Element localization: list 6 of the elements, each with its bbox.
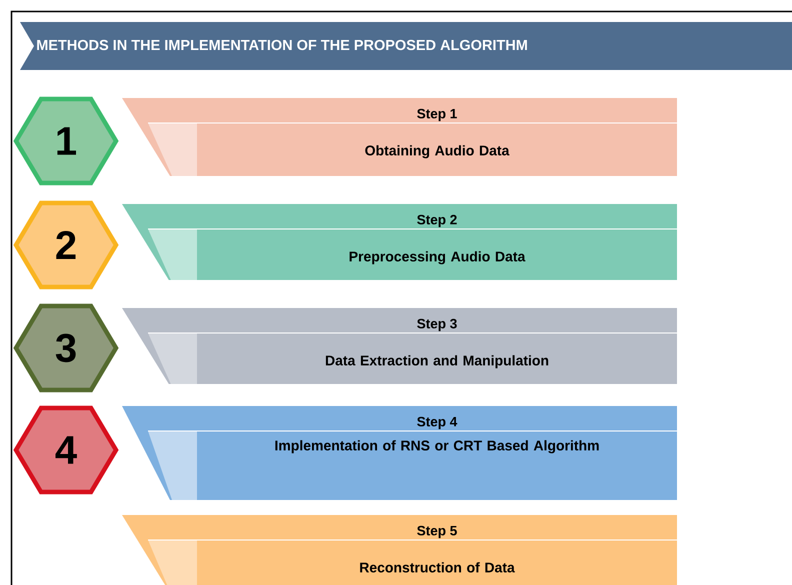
step-band: Step 3 Data Extraction and Manipulation <box>122 308 678 384</box>
step-band: Step 5 Reconstruction of Data <box>122 515 678 585</box>
title-banner: METHODS IN THE IMPLEMENTATION OF THE PROPOSED ALGORITHM <box>20 22 792 70</box>
step-band: Step 1 Obtaining Audio Data <box>122 98 678 176</box>
step-band: Step 2 Preprocessing Audio Data <box>122 204 678 280</box>
step-band: Step 4 Implementation of RNS or CRT Based Algorithm <box>122 406 678 500</box>
